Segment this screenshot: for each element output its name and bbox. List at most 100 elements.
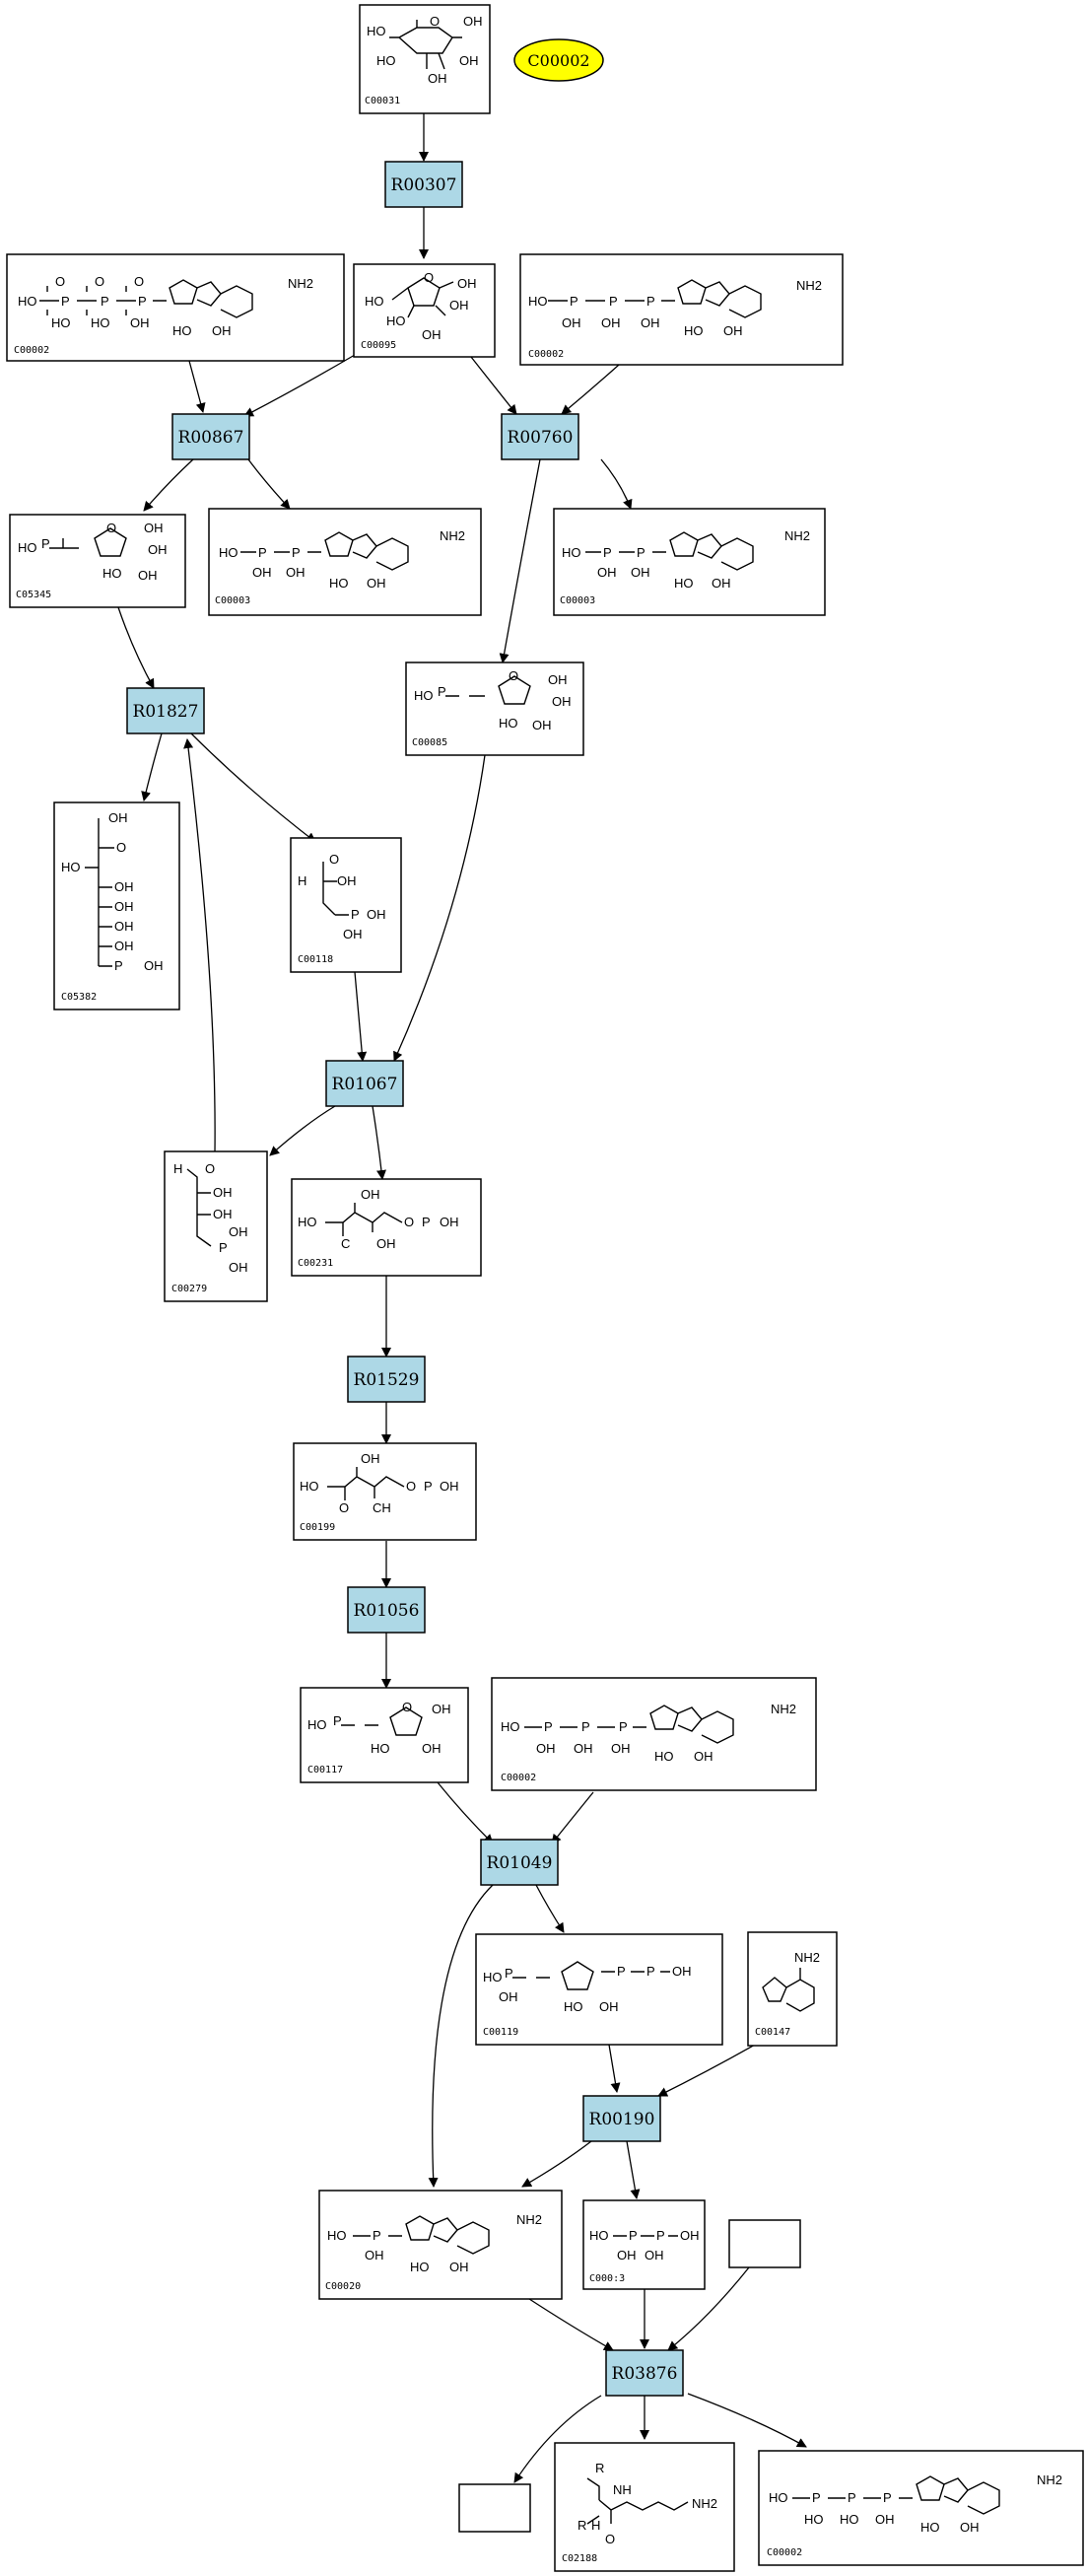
svg-text:OH: OH bbox=[712, 576, 731, 591]
svg-text:R01056: R01056 bbox=[354, 1601, 420, 1621]
svg-text:HO: HO bbox=[300, 1479, 319, 1494]
edge bbox=[183, 738, 216, 1154]
svg-text:O: O bbox=[134, 274, 144, 289]
svg-text:C00231: C00231 bbox=[298, 1258, 333, 1269]
reaction-node-r01827[interactable]: R01827 bbox=[126, 687, 205, 734]
compound-node-c00118[interactable]: O H OH P OH OH C00118 bbox=[290, 837, 402, 973]
svg-text:O: O bbox=[116, 840, 126, 855]
svg-text:HO: HO bbox=[18, 294, 37, 309]
svg-text:HO: HO bbox=[501, 1719, 520, 1734]
compound-node-c00002-mid[interactable]: HO P P P OH OH OH NH2 HO OH C00002 bbox=[491, 1677, 817, 1791]
svg-text:HO: HO bbox=[327, 2228, 347, 2243]
svg-text:C00031: C00031 bbox=[365, 96, 400, 106]
compound-node-empty-bottom[interactable] bbox=[458, 2483, 531, 2533]
compound-node-c00085[interactable]: HO P O OH OH HO OH C00085 bbox=[405, 661, 584, 756]
edge bbox=[117, 606, 155, 689]
svg-text:HO: HO bbox=[589, 2228, 609, 2243]
edge bbox=[687, 2393, 807, 2448]
compound-node-c00020[interactable]: HO P OH NH2 HO OH C00020 bbox=[318, 2190, 563, 2300]
svg-text:OH: OH bbox=[130, 315, 150, 330]
edge bbox=[525, 2296, 614, 2351]
svg-text:HO: HO bbox=[298, 1215, 317, 1229]
compound-node-empty-top[interactable] bbox=[728, 2219, 801, 2268]
compound-node-c00117[interactable]: HO P O OH HO OH C00117 bbox=[300, 1687, 469, 1783]
compound-node-c05382[interactable]: OH O HO OH OH OH OH P OH C05382 bbox=[53, 801, 180, 1010]
svg-text:R00190: R00190 bbox=[589, 2110, 655, 2129]
svg-text:OH: OH bbox=[457, 276, 477, 291]
compound-node-c00147[interactable]: NH2 C00147 bbox=[747, 1931, 838, 2047]
edge bbox=[470, 356, 517, 415]
compound-node-c00031[interactable]: O OH HO HO OH OH C00031 bbox=[359, 4, 491, 114]
svg-text:H: H bbox=[298, 873, 306, 888]
svg-text:HO: HO bbox=[61, 860, 81, 874]
edge bbox=[188, 360, 206, 413]
compound-node-c00199[interactable]: HO OH O CH O P OH C00199 bbox=[293, 1442, 477, 1541]
svg-text:OH: OH bbox=[114, 939, 134, 953]
reaction-node-r00867[interactable]: R00867 bbox=[171, 413, 250, 460]
svg-text:P: P bbox=[258, 545, 267, 560]
svg-text:R00307: R00307 bbox=[391, 175, 457, 195]
svg-text:H: H bbox=[591, 2518, 600, 2533]
svg-text:OH: OH bbox=[601, 315, 621, 330]
edge bbox=[521, 2140, 592, 2188]
svg-text:O: O bbox=[402, 1700, 412, 1714]
svg-text:OH: OH bbox=[641, 315, 660, 330]
edge bbox=[269, 1105, 336, 1156]
reaction-node-r01529[interactable]: R01529 bbox=[347, 1356, 426, 1403]
compound-node-c05345[interactable]: HO P O OH OH HO OH C05345 bbox=[9, 514, 186, 608]
svg-text:C: C bbox=[341, 1236, 350, 1251]
compound-node-c00008-left[interactable]: HO P P OH OH NH2 HO OH C00003 bbox=[208, 508, 482, 616]
reaction-node-r03876[interactable]: R03876 bbox=[605, 2349, 684, 2397]
svg-text:OH: OH bbox=[144, 521, 164, 535]
compound-node-c00231[interactable]: HO OH C OH O P OH C00231 bbox=[291, 1178, 482, 1277]
svg-text:OH: OH bbox=[337, 873, 357, 888]
reaction-node-r01067[interactable]: R01067 bbox=[325, 1060, 404, 1107]
compound-node-c00008-right[interactable]: HO P P OH OH NH2 HO OH C00003 bbox=[553, 508, 826, 616]
compound-node-c00095[interactable]: O OH HO OH HO OH C00095 bbox=[353, 263, 496, 358]
svg-text:P: P bbox=[570, 294, 578, 309]
svg-text:P: P bbox=[333, 1713, 342, 1728]
compound-node-c00002-left[interactable]: HO P P P O O O HO HO OH NH2 HO OH C00002 bbox=[6, 253, 345, 362]
reaction-node-r00190[interactable]: R00190 bbox=[582, 2095, 661, 2142]
svg-text:R01049: R01049 bbox=[487, 1853, 553, 1873]
svg-text:C00085: C00085 bbox=[412, 737, 447, 748]
svg-text:OH: OH bbox=[440, 1479, 459, 1494]
svg-text:P: P bbox=[581, 1719, 590, 1734]
svg-text:C00002: C00002 bbox=[527, 51, 589, 70]
svg-text:OH: OH bbox=[449, 2260, 469, 2274]
svg-text:NH2: NH2 bbox=[516, 2212, 542, 2227]
reaction-node-r00307[interactable]: R00307 bbox=[384, 161, 463, 208]
svg-text:HO: HO bbox=[920, 2520, 940, 2535]
svg-text:OH: OH bbox=[611, 1741, 631, 1756]
svg-text:OH: OH bbox=[432, 1702, 451, 1716]
compound-node-c00002-right[interactable]: HO P P P OH OH OH NH2 HO OH C00002 bbox=[519, 253, 844, 366]
svg-text:OH: OH bbox=[960, 2520, 980, 2535]
svg-text:OH: OH bbox=[532, 718, 552, 732]
svg-text:OH: OH bbox=[229, 1224, 248, 1239]
reaction-node-r00760[interactable]: R00760 bbox=[501, 413, 579, 460]
svg-text:R00760: R00760 bbox=[508, 428, 574, 448]
compound-node-c00013[interactable]: HO P P OH OH OH C000:3 bbox=[582, 2199, 706, 2290]
reaction-node-r01049[interactable]: R01049 bbox=[480, 1839, 559, 1886]
compound-node-c00002-bottom[interactable]: HO P P P HO HO OH NH2 HO OH C00002 bbox=[758, 2450, 1084, 2566]
svg-text:HO: HO bbox=[51, 315, 71, 330]
svg-text:HO: HO bbox=[386, 313, 406, 328]
svg-text:CH: CH bbox=[373, 1500, 391, 1515]
svg-text:HO: HO bbox=[307, 1717, 327, 1732]
svg-text:C00118: C00118 bbox=[298, 954, 333, 965]
edge bbox=[372, 1105, 386, 1180]
svg-text:O: O bbox=[430, 14, 440, 29]
compound-node-c02188[interactable]: R NH R H O NH2 C02188 bbox=[554, 2442, 735, 2572]
svg-text:O: O bbox=[509, 668, 518, 683]
highlight-compound[interactable]: C00002 bbox=[513, 38, 604, 82]
reaction-node-r01056[interactable]: R01056 bbox=[347, 1586, 426, 1634]
compound-node-c00119[interactable]: HO P P P OH OH HO OH C00119 bbox=[475, 1933, 723, 2046]
compound-node-c00279[interactable]: H O OH OH P OH OH C00279 bbox=[164, 1150, 268, 1302]
svg-text:P: P bbox=[609, 294, 618, 309]
svg-text:NH2: NH2 bbox=[692, 2496, 717, 2511]
svg-text:OH: OH bbox=[449, 298, 469, 313]
edge bbox=[626, 2140, 641, 2199]
svg-text:P: P bbox=[617, 1964, 626, 1979]
svg-text:OH: OH bbox=[108, 810, 128, 825]
